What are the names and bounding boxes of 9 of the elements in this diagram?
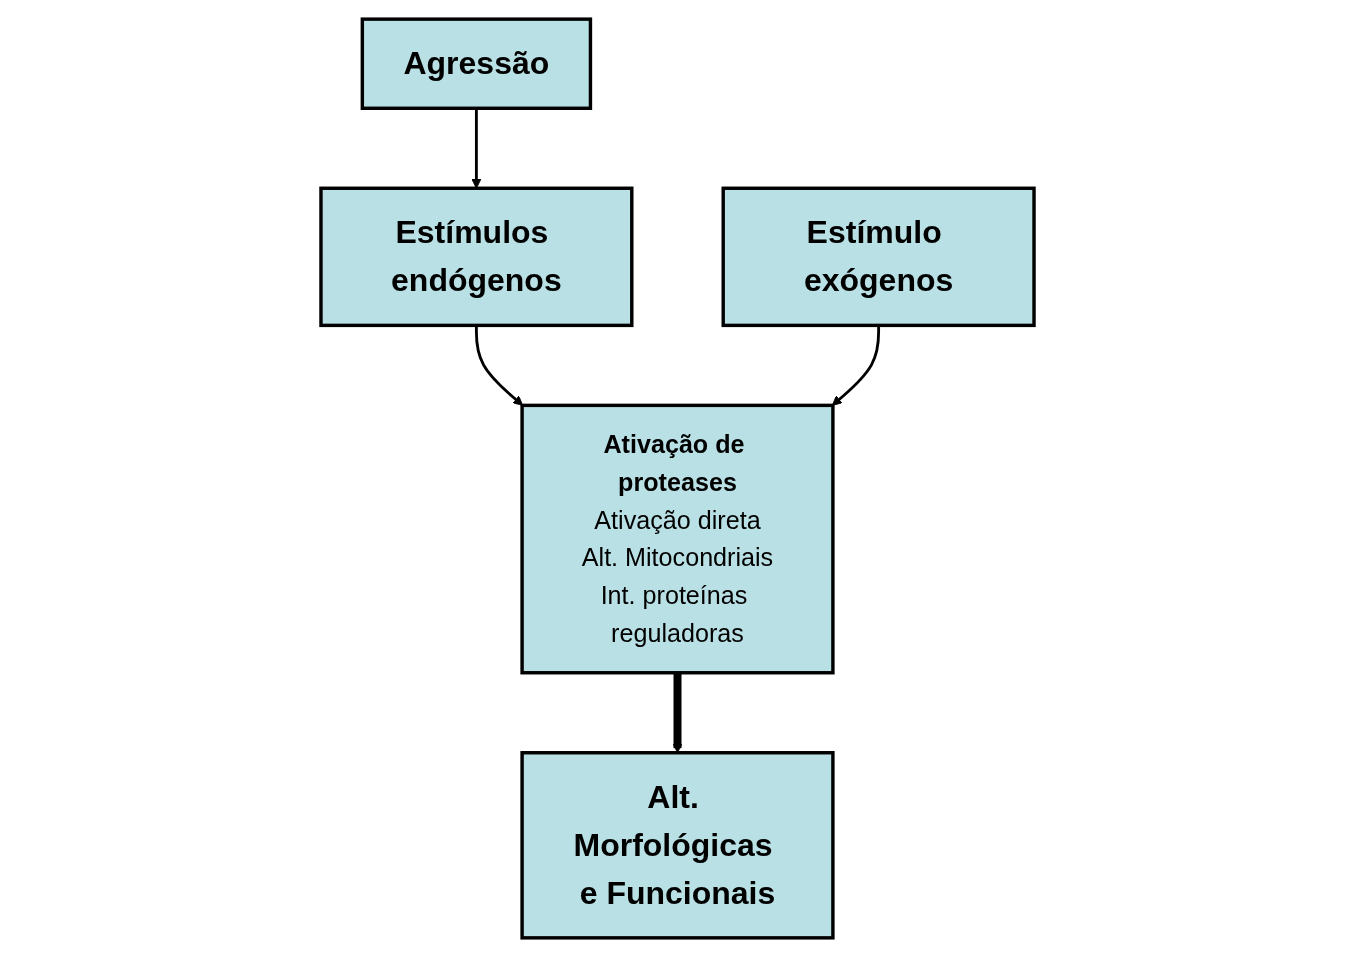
node-box: Ativação de proteases Ativação direta Alt. Mitocondriais Int. proteínas reguladoras xyxy=(520,403,835,675)
arrow xyxy=(474,325,524,406)
arrow xyxy=(672,672,683,754)
arrow xyxy=(831,325,881,406)
node-box: Agressão xyxy=(360,17,593,110)
node-box: Alt. Morfológicas e Funcionais xyxy=(520,751,835,940)
node-box: Estímulos endógenos xyxy=(319,186,634,328)
node-box: Estímulo exógenos xyxy=(721,186,1036,328)
arrow xyxy=(471,108,482,189)
